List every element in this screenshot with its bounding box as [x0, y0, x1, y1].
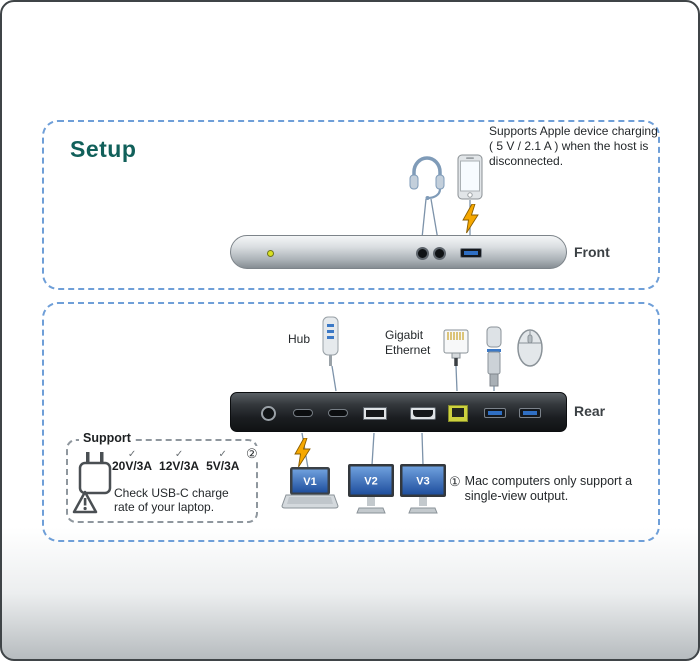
rating-item: ✓ 5V/3A — [206, 449, 240, 474]
charge-ratings: ✓ 20V/3A ✓ 12V/3A ✓ 5V/3A — [112, 449, 240, 474]
support-marker: ② — [245, 446, 259, 462]
usb-c-port-1 — [293, 409, 313, 417]
usb-hub-icon — [322, 316, 339, 366]
displayport-port — [363, 406, 387, 420]
check-icon: ✓ — [218, 449, 227, 460]
laptop-display-v1: V1 — [281, 467, 339, 509]
ethernet-label: Gigabit Ethernet — [385, 328, 431, 357]
rating-label: 20V/3A — [112, 459, 153, 473]
dc-power-port — [260, 405, 276, 421]
usb-flash-drive-icon — [486, 326, 502, 387]
page-title: Setup — [70, 136, 137, 162]
rear-usb-port-2 — [519, 408, 541, 418]
front-usb-port — [460, 248, 482, 258]
ethernet-port — [448, 404, 468, 422]
ethernet-connector-icon — [443, 329, 469, 366]
check-icon: ✓ — [174, 449, 184, 460]
front-charging-note: Supports Apple device charging ( 5 V / 2… — [489, 124, 658, 168]
front-panel-label: Front — [574, 244, 610, 260]
smartphone-icon — [457, 154, 483, 200]
check-icon: ✓ — [127, 449, 137, 460]
monitor-display-v3: V3 — [400, 464, 446, 514]
microphone-jack-port — [433, 246, 446, 260]
rating-label: 12V/3A — [159, 459, 200, 473]
display-label: V3 — [416, 476, 429, 488]
headphone-jack-port — [416, 246, 429, 260]
power-adapter-warning-icon — [72, 452, 112, 514]
dock-rear-panel — [230, 392, 567, 432]
support-note: Check USB-C charge rate of your laptop. — [114, 486, 229, 514]
rear-section-box — [42, 302, 660, 542]
usb-c-port-2 — [328, 409, 348, 417]
support-callout-box — [66, 439, 258, 523]
rating-item: ✓ 20V/3A — [112, 449, 153, 474]
hub-label: Hub — [288, 332, 311, 346]
mac-note-marker: ① — [449, 474, 461, 489]
power-led — [267, 249, 274, 257]
mac-note-text: Mac computers only support a single-view… — [464, 474, 633, 503]
headphones-icon — [409, 156, 445, 200]
rear-usb-port-1 — [484, 408, 506, 418]
charging-bolt-icon — [462, 204, 479, 234]
display-label: V1 — [303, 476, 316, 488]
mac-note: ① Mac computers only support a single-vi… — [449, 474, 654, 504]
display-label: V2 — [364, 476, 377, 488]
dock-front-panel — [230, 235, 567, 269]
front-section-box — [42, 120, 660, 290]
power-delivery-bolt-icon — [294, 438, 311, 468]
rating-item: ✓ 12V/3A — [159, 449, 200, 474]
rear-panel-label: Rear — [574, 403, 606, 419]
monitor-display-v2: V2 — [348, 464, 394, 514]
support-title: Support — [79, 431, 135, 445]
mouse-icon — [517, 329, 543, 367]
rating-label: 5V/3A — [206, 459, 240, 473]
hdmi-port — [410, 406, 436, 420]
